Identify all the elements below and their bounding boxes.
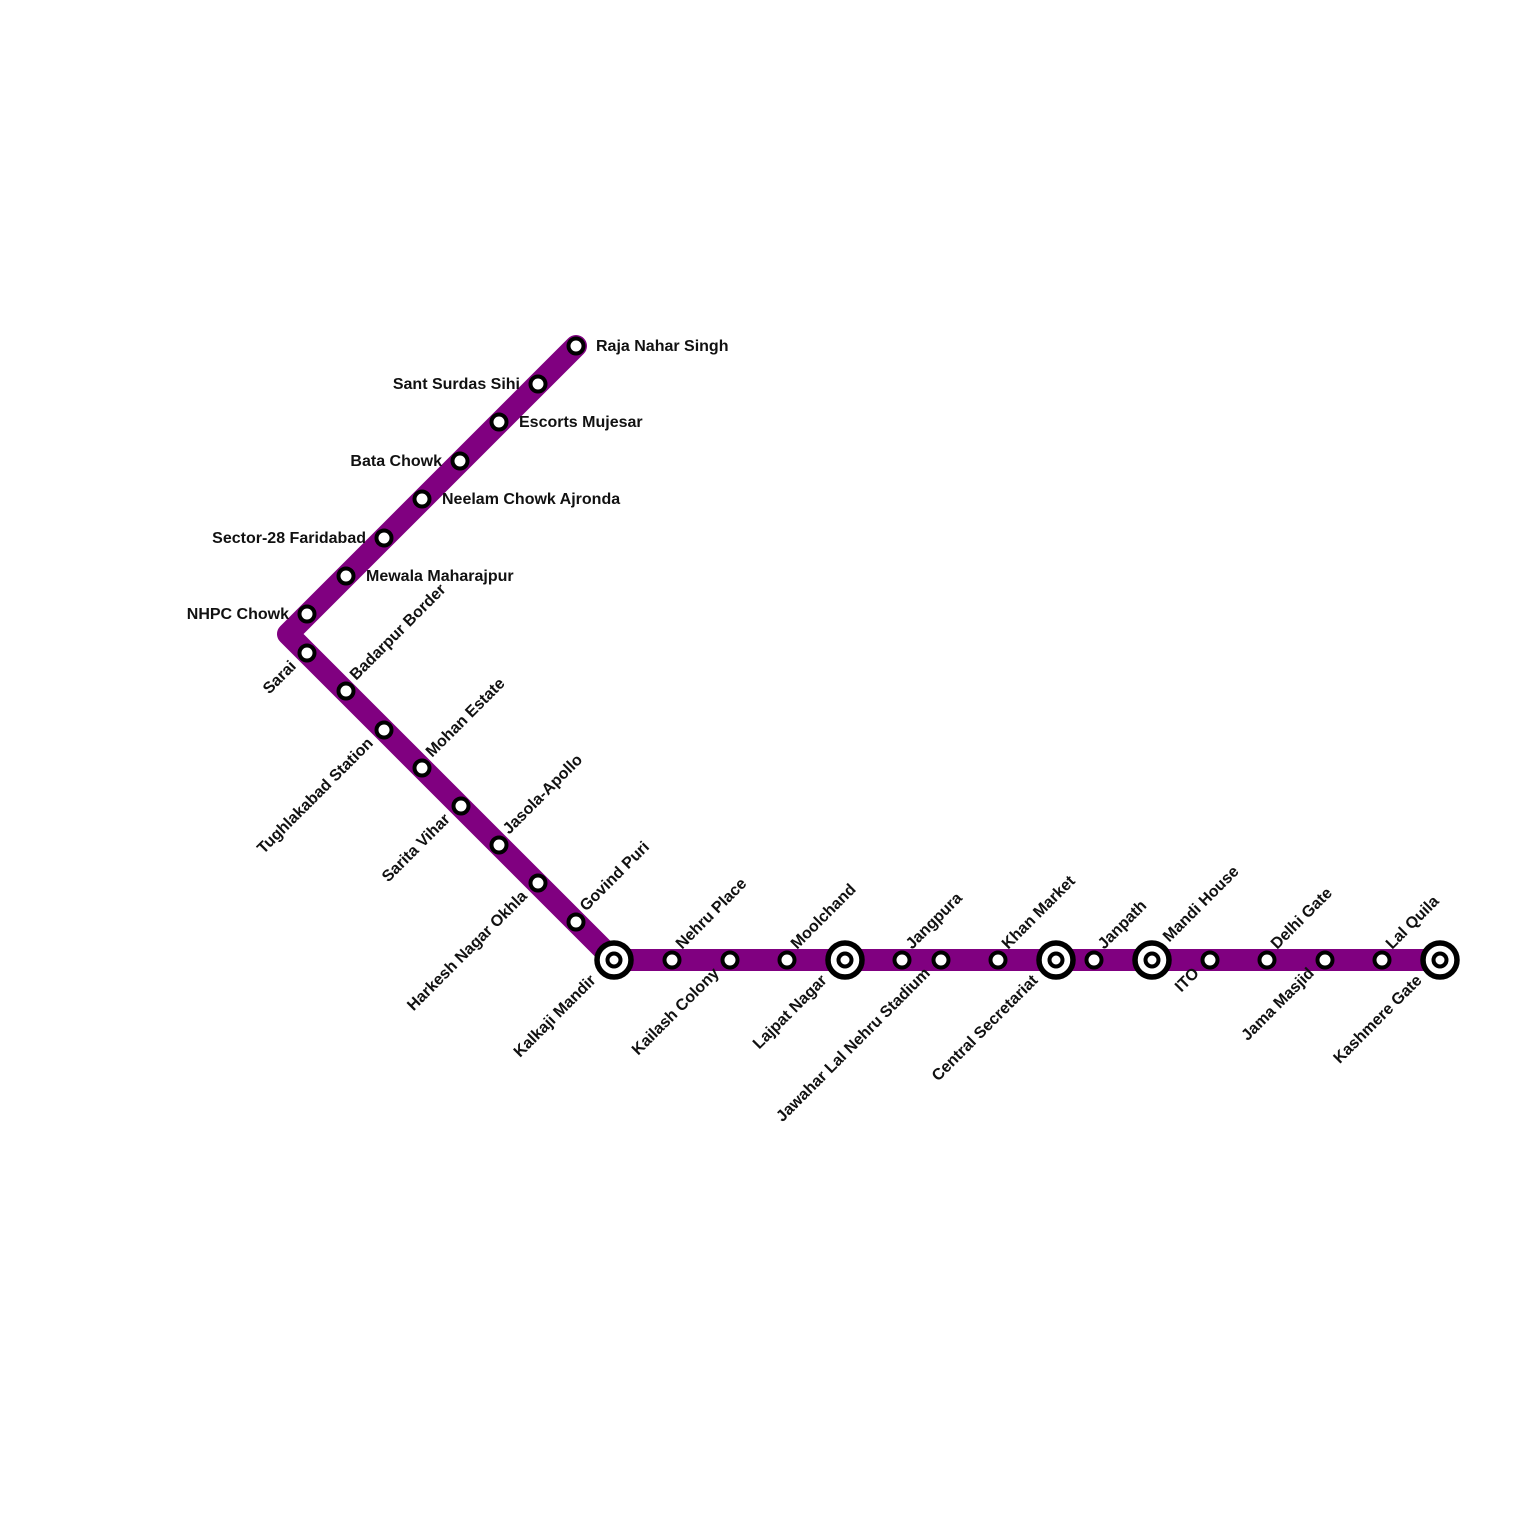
station-label: Bata Chowk (350, 453, 442, 470)
station-marker (412, 489, 432, 509)
station-label: Tughlakabad Station (254, 735, 376, 857)
station-marker (412, 758, 432, 778)
station-marker (1315, 950, 1335, 970)
station-label: Badarpur Border (347, 581, 450, 684)
station-label: Jangpura (903, 890, 966, 953)
station-label: Sarita Vihar (379, 811, 454, 886)
station-marker (1200, 950, 1220, 970)
station-tughlakabad-station[interactable]: Tughlakabad Station (254, 720, 394, 858)
station-label: Kailash Colony (629, 965, 723, 1059)
station-marker (662, 950, 682, 970)
station-bata-chowk[interactable]: Bata Chowk (350, 451, 470, 471)
metro-line (277, 335, 1451, 971)
station-badarpur-border[interactable]: Badarpur Border (336, 581, 450, 701)
station-sarita-vihar[interactable]: Sarita Vihar (379, 796, 471, 886)
station-marker (988, 950, 1008, 970)
station-escorts-mujesar[interactable]: Escorts Mujesar (489, 412, 643, 432)
station-marker (892, 950, 912, 970)
station-marker (777, 950, 797, 970)
station-label: Mewala Maharajpur (366, 568, 514, 585)
station-label: Khan Market (999, 872, 1079, 952)
station-marker (336, 566, 356, 586)
station-label: Sarai (260, 658, 300, 698)
station-label: Govind Puri (577, 839, 653, 915)
station-marker (1084, 950, 1104, 970)
station-marker (374, 528, 394, 548)
station-govind-puri[interactable]: Govind Puri (566, 839, 654, 932)
station-label: Kalkaji Mandir (511, 972, 600, 1061)
station-label: Escorts Mujesar (519, 414, 643, 431)
station-label: Mandi House (1160, 863, 1242, 945)
station-label: Delhi Gate (1268, 885, 1336, 953)
station-label: Jama Masjid (1238, 965, 1317, 1044)
station-marker (528, 374, 548, 394)
station-sarai[interactable]: Sarai (260, 643, 317, 698)
station-raja-nahar-singh[interactable]: Raja Nahar Singh (566, 336, 729, 356)
station-sant-surdas-sihi[interactable]: Sant Surdas Sihi (393, 374, 548, 394)
station-marker (528, 873, 548, 893)
station-label: Central Secretariat (929, 972, 1042, 1085)
station-label: NHPC Chowk (187, 606, 289, 623)
station-marker (297, 643, 317, 663)
station-marker (450, 451, 470, 471)
station-harkesh-nagar-okhla[interactable]: Harkesh Nagar Okhla (404, 873, 548, 1015)
station-nhpc-chowk[interactable]: NHPC Chowk (187, 604, 317, 624)
station-sector-28-faridabad[interactable]: Sector-28 Faridabad (212, 528, 394, 548)
station-marker (720, 950, 740, 970)
station-label: Kashmere Gate (1331, 972, 1426, 1067)
interchange-station-inner-ring (1143, 951, 1161, 969)
station-label: Harkesh Nagar Okhla (404, 888, 531, 1015)
station-label: Lajpat Nagar (750, 972, 831, 1053)
station-marker (451, 796, 471, 816)
station-marker (1257, 950, 1277, 970)
station-label: Sant Surdas Sihi (393, 376, 520, 393)
station-marker (374, 720, 394, 740)
interchange-station-inner-ring (1047, 951, 1065, 969)
station-marker (489, 835, 509, 855)
station-marker (336, 681, 356, 701)
station-label: Jawahar Lal Nehru Stadium (773, 965, 933, 1125)
interchange-station-inner-ring (605, 951, 623, 969)
station-marker (566, 912, 586, 932)
station-label: Jasola-Apollo (500, 751, 586, 837)
station-label: Sector-28 Faridabad (212, 530, 366, 547)
interchange-station-inner-ring (1431, 951, 1449, 969)
station-marker (489, 412, 509, 432)
station-label: Mohan Estate (423, 675, 509, 761)
station-label: Nehru Place (673, 875, 750, 952)
station-neelam-chowk-ajronda[interactable]: Neelam Chowk Ajronda (412, 489, 621, 509)
station-marker (931, 950, 951, 970)
station-marker (297, 604, 317, 624)
station-kalkaji-mandir[interactable]: Kalkaji Mandir (511, 940, 634, 1061)
station-label: Neelam Chowk Ajronda (442, 491, 620, 508)
station-marker (566, 336, 586, 356)
station-marker (1372, 950, 1392, 970)
station-label: Raja Nahar Singh (596, 338, 728, 355)
interchange-station-inner-ring (836, 951, 854, 969)
station-mewala-maharajpur[interactable]: Mewala Maharajpur (336, 566, 514, 586)
station-jawahar-lal-nehru-stadium[interactable]: Jawahar Lal Nehru Stadium (773, 950, 951, 1126)
